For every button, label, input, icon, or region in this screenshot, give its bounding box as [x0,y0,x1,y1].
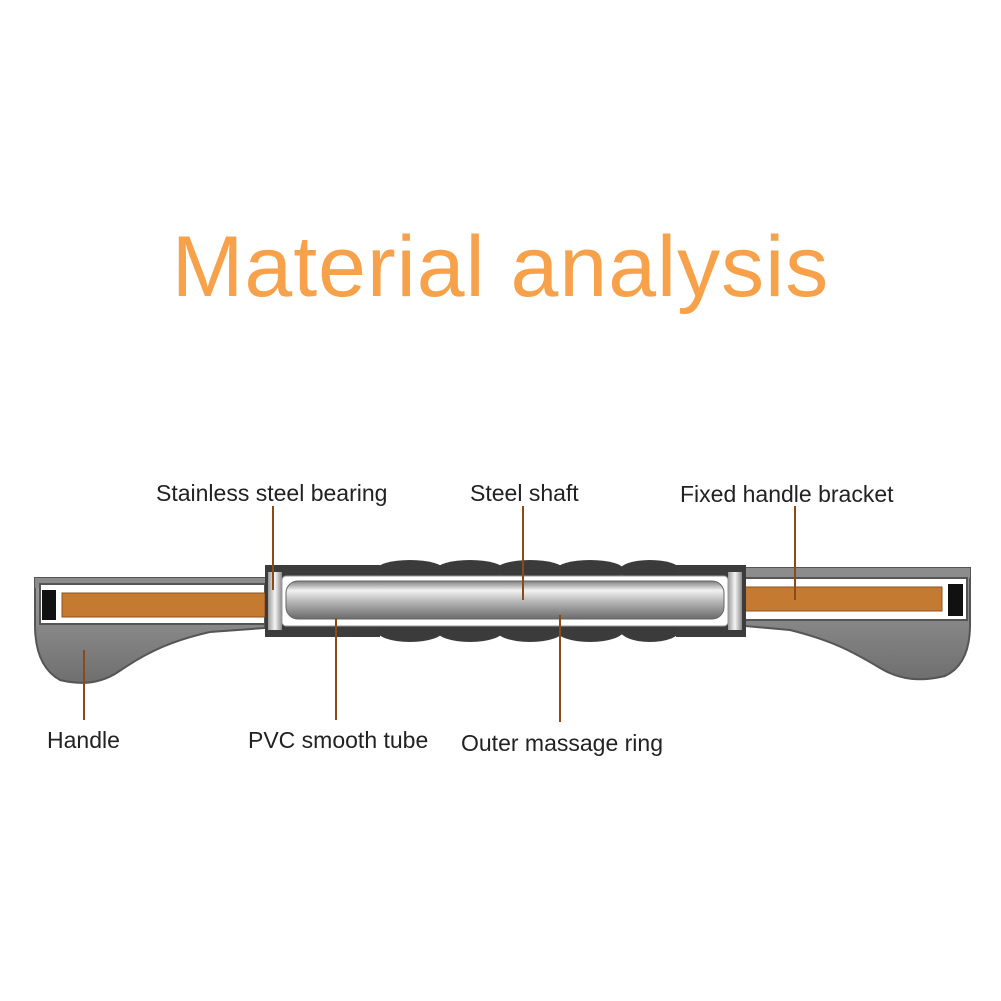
steel-shaft [285,580,725,620]
page-title: Material analysis [171,219,830,315]
label-handle: Handle [47,727,120,753]
left-handle [34,577,266,684]
label-fixed-handle-bracket: Fixed handle bracket [680,481,894,507]
label-stainless-steel-bearing: Stainless steel bearing [156,480,388,506]
label-pvc-smooth-tube: PVC smooth tube [248,727,429,753]
label-steel-shaft: Steel shaft [470,480,579,506]
right-handle [741,567,971,681]
label-outer-massage-ring: Outer massage ring [461,730,663,756]
leader-lines [83,506,796,722]
